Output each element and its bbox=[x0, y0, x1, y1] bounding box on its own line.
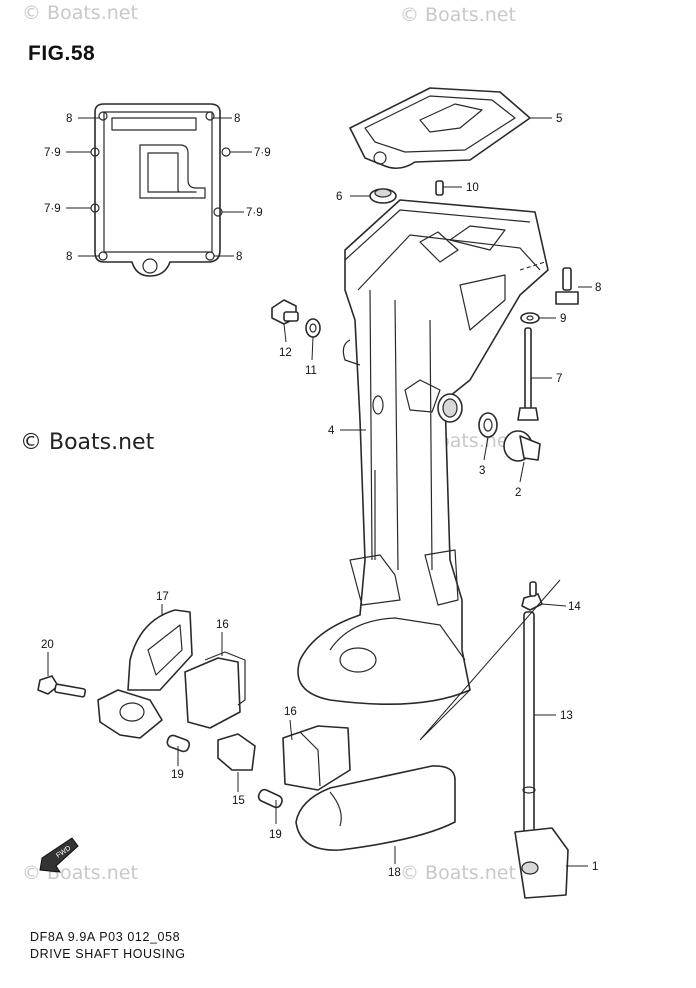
label-part-8: 8 bbox=[234, 113, 240, 125]
bolt-part-12 bbox=[271, 299, 299, 325]
drain-plug-part-2 bbox=[503, 430, 541, 462]
bracket-part-17 bbox=[127, 609, 193, 691]
label-part-4: 4 bbox=[328, 425, 335, 437]
bolt-part-14 bbox=[521, 581, 543, 611]
washer-part-9 bbox=[520, 312, 540, 324]
label-part-11: 11 bbox=[305, 365, 317, 377]
figure-caption: DRIVE SHAFT HOUSING bbox=[30, 947, 186, 961]
leader-lines bbox=[47, 117, 592, 867]
bolt-part-20 bbox=[37, 675, 87, 698]
label-part-15: 15 bbox=[232, 795, 245, 807]
lower-bracket-part-18 bbox=[295, 765, 456, 851]
label-part-6: 6 bbox=[336, 191, 342, 203]
watermark-main: © Boats.net bbox=[20, 430, 155, 455]
label-part-19: 19 bbox=[269, 829, 282, 841]
bolt-part-8 bbox=[555, 267, 579, 305]
label-part-5: 5 bbox=[556, 113, 562, 125]
label-part-19: 19 bbox=[171, 769, 184, 781]
oil-seal-part-6 bbox=[369, 188, 397, 204]
label-part-8: 8 bbox=[66, 251, 72, 263]
pin-part-19-upper bbox=[166, 734, 191, 753]
grommet-part-1 bbox=[514, 827, 569, 899]
label-part-17: 17 bbox=[156, 591, 169, 603]
gasket-part-5 bbox=[349, 87, 531, 170]
washer-part-11 bbox=[305, 318, 321, 338]
label-part-16: 16 bbox=[284, 706, 297, 718]
dowel-pin-part-10 bbox=[435, 180, 444, 196]
figure-title: FIG.58 bbox=[28, 42, 96, 65]
label-part-13: 13 bbox=[560, 710, 573, 722]
label-part-7-9: 7·9 bbox=[44, 203, 61, 215]
mount-rubber-part-16-lower bbox=[282, 725, 351, 791]
gasket-detail bbox=[90, 103, 231, 277]
mount-bracket bbox=[97, 689, 163, 739]
bolt-part-7 bbox=[517, 327, 539, 421]
label-part-7-9: 7·9 bbox=[254, 147, 271, 159]
label-part-12: 12 bbox=[279, 347, 292, 359]
forward-direction-arrow: FWD bbox=[39, 837, 79, 873]
water-tube-part-13 bbox=[522, 611, 536, 843]
label-part-9: 9 bbox=[560, 313, 566, 325]
figure-code: DF8A 9.9A P03 012_058 bbox=[30, 930, 181, 944]
mount-rubber-part-15 bbox=[217, 733, 256, 771]
watermark: © Boats.net bbox=[22, 2, 138, 24]
label-part-8: 8 bbox=[66, 113, 72, 125]
label-part-8: 8 bbox=[595, 282, 601, 294]
label-part-3: 3 bbox=[479, 465, 485, 477]
label-part-2: 2 bbox=[515, 487, 521, 499]
label-part-7-9: 7·9 bbox=[44, 147, 61, 159]
label-part-14: 14 bbox=[568, 601, 581, 613]
label-part-20: 20 bbox=[41, 639, 54, 651]
part-labels: 8 8 7·9 7·9 7·9 7·9 8 8 5 6 10 8 9 7 4 3… bbox=[41, 113, 601, 879]
label-part-7-9: 7·9 bbox=[246, 207, 263, 219]
mount-rubber-part-16-upper bbox=[184, 651, 246, 729]
label-part-10: 10 bbox=[466, 182, 479, 194]
label-part-1: 1 bbox=[592, 861, 598, 873]
label-part-7: 7 bbox=[556, 373, 562, 385]
label-part-18: 18 bbox=[388, 867, 401, 879]
watermark: © Boats.net bbox=[400, 4, 516, 26]
pin-part-19-lower bbox=[257, 788, 283, 809]
drive-shaft-housing-part-4 bbox=[297, 199, 549, 706]
label-part-8: 8 bbox=[236, 251, 242, 263]
label-part-16: 16 bbox=[216, 619, 229, 631]
watermark: © Boats.net bbox=[400, 862, 516, 884]
gasket-part-3 bbox=[478, 412, 498, 438]
